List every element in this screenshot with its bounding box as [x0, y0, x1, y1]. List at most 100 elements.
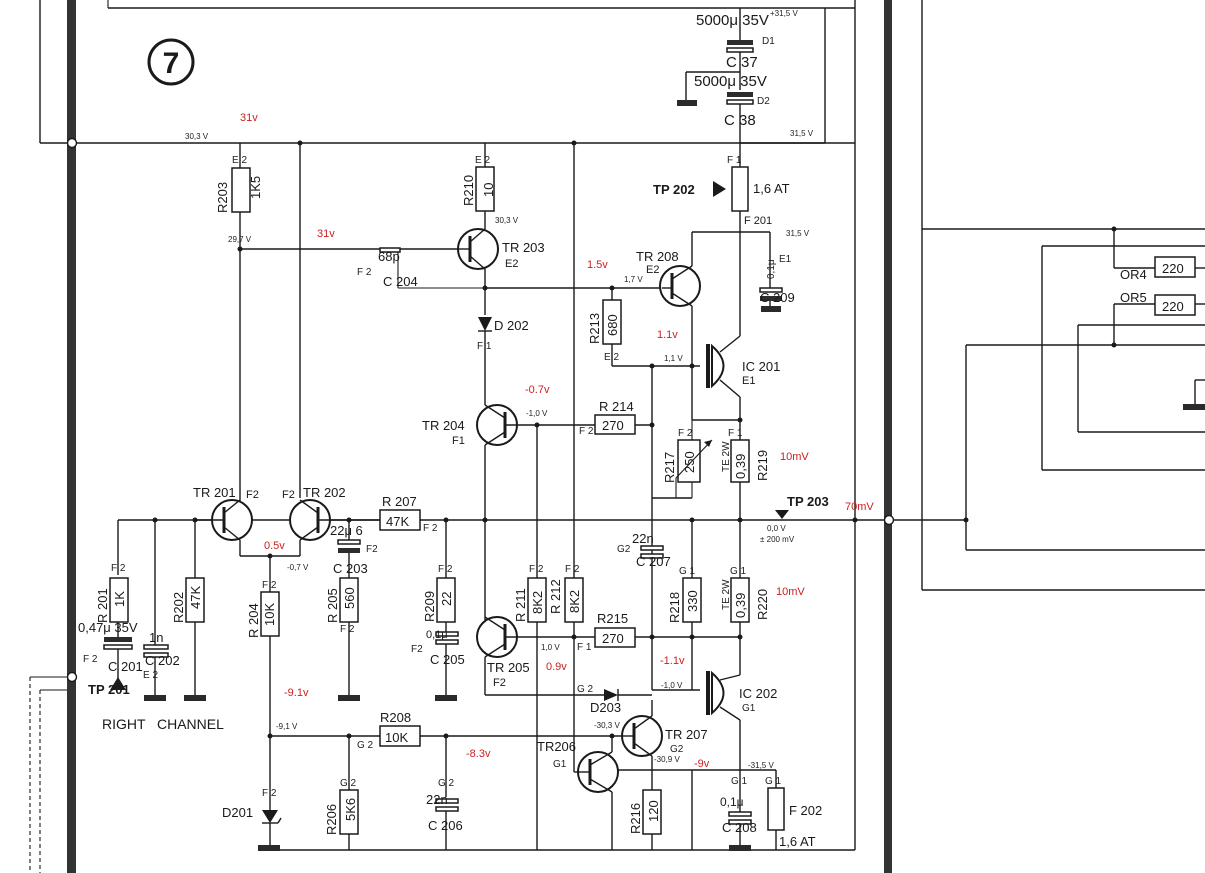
c38-tag: D2 — [757, 96, 770, 107]
fuse-f202-value: 1,6 AT — [779, 834, 816, 849]
r207-ref: R 207 — [382, 494, 417, 509]
svg-text:F 2: F 2 — [423, 523, 438, 534]
tr202-tag: F2 — [282, 489, 295, 501]
c37-value: 5000μ 35V — [696, 12, 769, 29]
r215-value: 270 — [602, 631, 624, 646]
rail-r203: 30,3 V — [185, 132, 209, 141]
r217-body — [677, 439, 701, 483]
r206-ref: R206 — [324, 804, 339, 835]
svg-text:F 1: F 1 — [577, 642, 592, 653]
tr203-tag: E2 — [505, 258, 518, 270]
c204-value: 68p — [378, 249, 400, 264]
svg-text:F 2: F 2 — [565, 564, 580, 575]
r202-ref: R202 — [171, 592, 186, 623]
or5-ref: OR5 — [1120, 290, 1147, 305]
node-r208: -9,1 V — [276, 722, 298, 731]
channel-label: RIGHT CHANNEL — [102, 716, 224, 732]
svg-text:E 2: E 2 — [143, 670, 158, 681]
transistor-tr201 — [194, 499, 253, 541]
board-edge-right — [884, 0, 892, 873]
r210-value: 10 — [481, 183, 496, 197]
r219-ref: R219 — [755, 450, 770, 481]
r209-value: 22 — [439, 592, 454, 606]
svg-text:E 2: E 2 — [232, 155, 247, 166]
or4-body — [1154, 256, 1196, 278]
svg-text:G 2: G 2 — [577, 684, 594, 695]
ic201-tag: E1 — [742, 375, 755, 387]
tr202-label: TR 202 — [303, 485, 346, 500]
tp203-label: TP 203 — [787, 494, 829, 509]
fuse-f201-ref: F 201 — [744, 215, 772, 227]
r217-ref: R217 — [662, 452, 677, 483]
r204-ref: R 204 — [246, 603, 261, 638]
svg-text:F 2: F 2 — [438, 564, 453, 575]
r203-ref: R203 — [215, 182, 230, 213]
d203-label: D203 — [590, 700, 621, 715]
r219-value: 0,39 — [733, 454, 748, 479]
fuse-f201-value: 1,6 AT — [753, 181, 790, 196]
r216-value: 120 — [646, 800, 661, 822]
svg-text:E1: E1 — [779, 254, 792, 265]
sheet-number-circle — [147, 38, 195, 86]
svg-text:F 2: F 2 — [529, 564, 544, 575]
svg-text:F 2: F 2 — [262, 788, 277, 799]
r211-ref: R 211 — [513, 588, 528, 622]
annot-10mv-b: 10mV — [776, 586, 805, 598]
transistor-tr203 — [457, 228, 499, 270]
ic201-symbol — [706, 335, 741, 398]
annot-31v-top: 31v — [240, 112, 258, 124]
annot-1-5v: 1.5v — [587, 259, 608, 271]
node-ic201: 1,1 V — [664, 354, 683, 363]
sheet-number: 7 — [163, 47, 180, 80]
te-2w-a: TE 2W — [721, 441, 732, 472]
svg-text:E 2: E 2 — [475, 155, 490, 166]
tr204-tag: F1 — [452, 435, 465, 447]
transistor-tr205 — [476, 616, 595, 658]
c205-value: 0,1μ — [426, 629, 448, 641]
node-out-200mv: ± 200 mV — [760, 535, 795, 544]
fuse-f201 — [731, 166, 749, 212]
node-tr205: 1,0 V — [541, 643, 560, 652]
d202-label: D 202 — [494, 318, 529, 333]
rail-pos-top: +31,5 V — [770, 9, 798, 18]
node-tr207-a: -30,3 V — [594, 721, 620, 730]
svg-text:G 2: G 2 — [357, 740, 374, 751]
board-edge-left — [67, 0, 76, 873]
annot-neg-9v: -9v — [694, 758, 710, 770]
annot-neg-1-1v: -1.1v — [660, 655, 685, 667]
r214-ref: R 214 — [599, 399, 634, 414]
c209-ref: C 209 — [760, 290, 795, 305]
tr207-tag: G2 — [670, 744, 684, 755]
svg-text:F 2: F 2 — [83, 654, 98, 665]
svg-text:F 2: F 2 — [262, 580, 277, 591]
annot-10mv-a: 10mV — [780, 451, 809, 463]
svg-text:F 2: F 2 — [111, 563, 126, 574]
annot-neg-9-1v: -9.1v — [284, 687, 309, 699]
or5-body — [1154, 294, 1196, 316]
ic202-tag: G1 — [742, 703, 756, 714]
node-r210: 30,3 V — [495, 216, 519, 225]
tr208-tag: E2 — [646, 264, 659, 276]
svg-text:G 1: G 1 — [731, 776, 748, 787]
r206-value: 5K6 — [343, 798, 358, 821]
tp201-label: TP 201 — [88, 682, 130, 697]
fuse-f202 — [767, 787, 785, 831]
rail-pos-f201: 31,5 V — [786, 229, 810, 238]
c209-value: 0,1μ — [766, 259, 777, 279]
c207-value: 22n — [632, 531, 654, 546]
transistor-tr206 — [574, 751, 619, 793]
c206-value: 22n — [426, 792, 448, 807]
node-29-7v: 29,7 V — [228, 235, 252, 244]
transistor-tr202 — [289, 499, 380, 541]
annot-70mv: 70mV — [845, 501, 874, 513]
c207-ref: C 207 — [636, 554, 671, 569]
svg-text:G 1: G 1 — [765, 776, 782, 787]
c202-value: 1n — [149, 630, 163, 645]
annot-neg-0-7v: -0.7v — [525, 384, 550, 396]
r218-ref: R218 — [667, 592, 682, 623]
annot-neg-8-3v: -8.3v — [466, 748, 491, 760]
svg-text:F 1: F 1 — [728, 428, 743, 439]
transistor-tr208 — [659, 265, 701, 307]
transistor-tr204 — [476, 404, 595, 446]
tr207-label: TR 207 — [665, 727, 708, 742]
